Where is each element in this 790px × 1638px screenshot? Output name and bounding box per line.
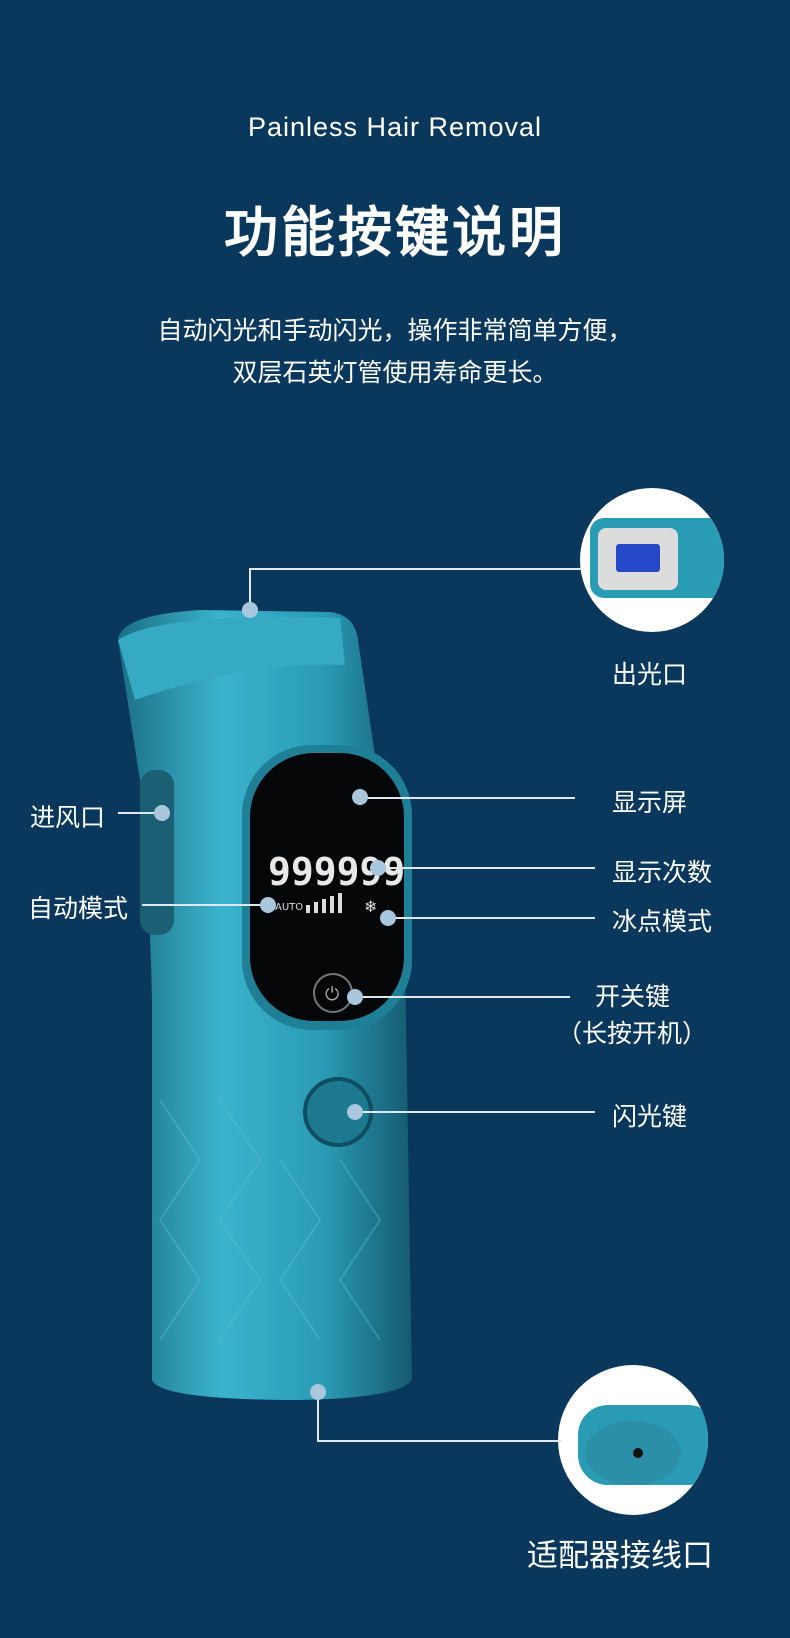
display-screen bbox=[250, 753, 404, 1021]
light-outlet-dot bbox=[242, 602, 258, 618]
description-line-1: 自动闪光和手动闪光，操作非常简单方便， bbox=[157, 316, 633, 345]
auto-mode-dot bbox=[260, 897, 276, 913]
auto-indicator: AUTO bbox=[275, 902, 303, 913]
snowflake-icon: ❄ bbox=[364, 897, 377, 916]
display-count-dot bbox=[370, 860, 386, 876]
label-power-button: 开关键 bbox=[595, 982, 671, 1011]
device-head bbox=[118, 616, 345, 700]
english-subtitle: Painless Hair Removal bbox=[247, 112, 543, 142]
label-display-count: 显示次数 bbox=[612, 858, 713, 887]
diamond-texture bbox=[158, 1099, 382, 1341]
air-inlet-grille bbox=[140, 770, 174, 935]
power-level-bars-icon bbox=[306, 893, 342, 913]
flash-button-dot bbox=[347, 1104, 363, 1120]
label-auto-mode: 自动模式 bbox=[28, 894, 129, 923]
label-flash-button: 闪光键 bbox=[612, 1102, 688, 1131]
power-icon: ⏻ bbox=[325, 984, 339, 1005]
label-power-button-note: （长按开机） bbox=[557, 1019, 708, 1048]
power-button-dot bbox=[347, 989, 363, 1005]
label-display-screen: 显示屏 bbox=[612, 788, 688, 817]
description-line-2: 双层石英灯管使用寿命更长。 bbox=[232, 358, 558, 387]
adapter-port-dot bbox=[310, 1384, 326, 1400]
page-title: 功能按键说明 bbox=[224, 201, 566, 264]
label-adapter-port: 适配器接线口 bbox=[527, 1538, 713, 1574]
adapter-port-thumbnail bbox=[558, 1365, 708, 1515]
label-air-inlet: 进风口 bbox=[30, 803, 106, 832]
label-light-outlet: 出光口 bbox=[612, 660, 688, 689]
label-ice-mode: 冰点模式 bbox=[612, 907, 713, 936]
air-inlet-dot bbox=[154, 805, 170, 821]
light-outlet-thumbnail bbox=[580, 488, 724, 632]
ice-mode-dot bbox=[380, 910, 396, 926]
display-screen-dot bbox=[352, 789, 368, 805]
